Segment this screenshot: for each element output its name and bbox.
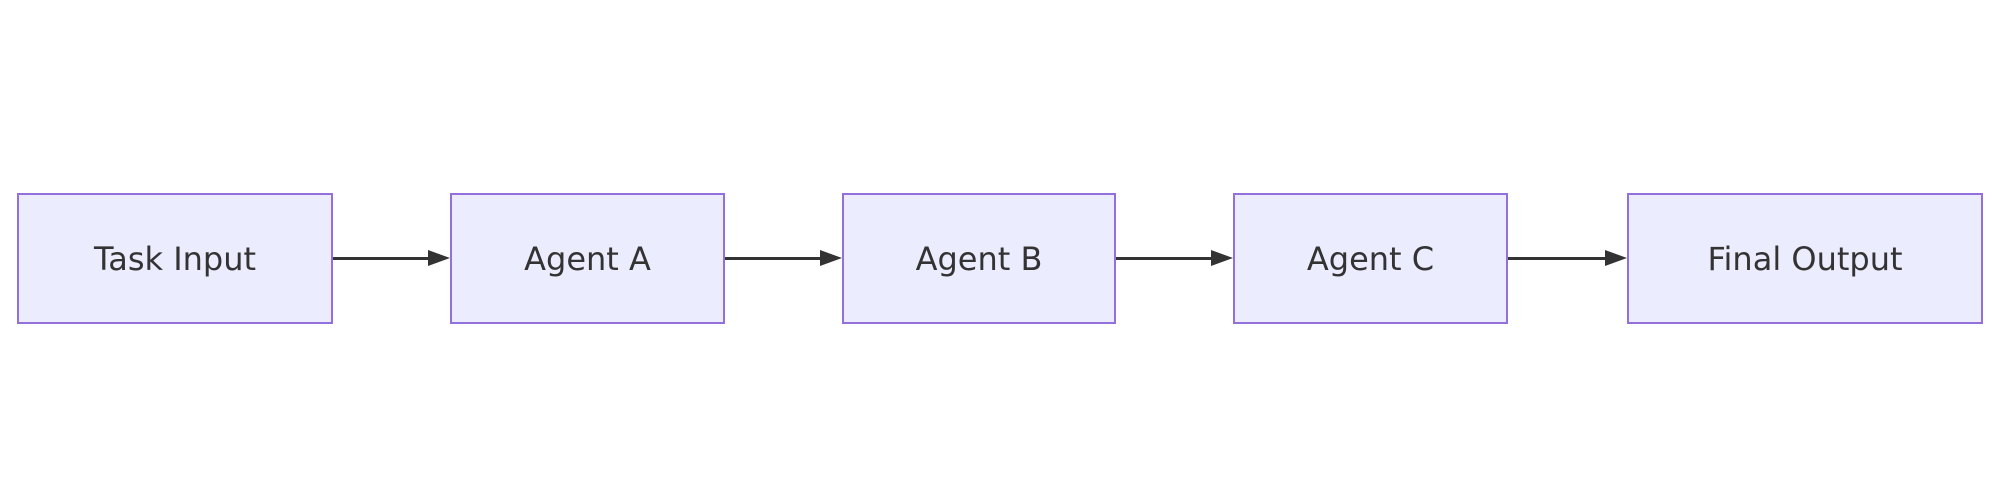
node-label: Agent C xyxy=(1306,239,1435,278)
arrow-line xyxy=(1116,256,1215,260)
node-label: Final Output xyxy=(1707,239,1903,278)
arrowhead-icon xyxy=(1211,249,1233,266)
arrow-line xyxy=(725,256,824,260)
flow-node-agent-c: Agent C xyxy=(1233,193,1508,324)
arrow-line xyxy=(333,256,432,260)
flow-arrow-agent-a-to-agent-b xyxy=(725,249,842,267)
flow-arrow-task-input-to-agent-a xyxy=(333,249,450,267)
node-label: Task Input xyxy=(93,239,257,278)
flow-node-final-output: Final Output xyxy=(1627,193,1983,324)
flow-arrow-agent-c-to-final-output xyxy=(1508,249,1627,267)
flow-node-task-input: Task Input xyxy=(17,193,333,324)
arrowhead-icon xyxy=(1605,249,1627,266)
flow-node-agent-b: Agent B xyxy=(842,193,1116,324)
flow-arrow-agent-b-to-agent-c xyxy=(1116,249,1233,267)
arrowhead-icon xyxy=(820,249,842,266)
flow-node-agent-a: Agent A xyxy=(450,193,725,324)
arrowhead-icon xyxy=(428,249,450,266)
arrow-line xyxy=(1508,256,1609,260)
node-label: Agent A xyxy=(524,239,651,278)
node-label: Agent B xyxy=(915,239,1043,278)
